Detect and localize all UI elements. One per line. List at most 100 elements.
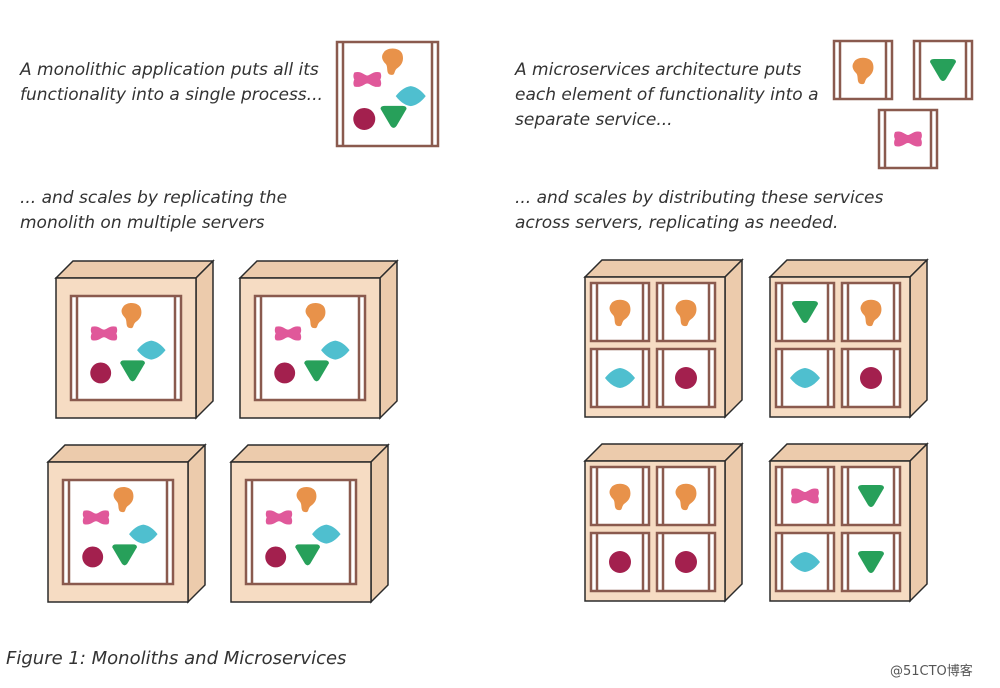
server-side-face: [187, 443, 206, 604]
orange-blob-shape: [296, 487, 317, 513]
maroon-circle-shape: [82, 546, 104, 568]
orange-blob-shape: [860, 299, 882, 327]
orange-blob-shape: [609, 299, 631, 327]
orange-blob-shape: [852, 57, 874, 85]
service-box: [655, 531, 717, 593]
green-triangle-shape: [304, 360, 329, 382]
maroon-circle-shape: [90, 362, 112, 384]
microservice-server-4: [768, 442, 929, 603]
green-triangle-shape: [295, 544, 320, 566]
monolith-scale-line-2: monolith on multiple servers: [20, 213, 265, 233]
monolith-process-box: [61, 478, 175, 586]
service-box: [589, 281, 651, 343]
server-side-face: [379, 259, 398, 420]
server-side-face: [909, 442, 928, 603]
monolith-intro-line-2: functionality into a single process...: [20, 85, 323, 105]
pink-bowtie-shape: [90, 326, 118, 341]
orange-blob-shape: [382, 48, 404, 75]
microservices-intro-line-1: A microservices architecture puts: [515, 60, 802, 80]
pink-bowtie-shape: [274, 326, 302, 341]
monolith-process-box: [69, 294, 183, 402]
service-box: [655, 281, 717, 343]
monolith-intro-line-1: A monolithic application puts all its: [20, 60, 319, 80]
server-top-face: [583, 443, 744, 462]
monolith-process-box: [253, 294, 367, 402]
service-box: [589, 465, 651, 527]
service-box: [774, 347, 836, 409]
monolith-server-1: [54, 259, 215, 420]
server-side-face: [724, 442, 743, 603]
teal-diamond-shape: [321, 340, 350, 360]
microservices-scale-line-1: ... and scales by distributing these ser…: [515, 188, 884, 208]
green-triangle-shape: [930, 59, 956, 81]
separate-services: [832, 39, 974, 170]
monolith-server-4: [229, 443, 390, 604]
orange-blob-shape: [305, 303, 326, 329]
server-top-face: [583, 259, 744, 278]
green-triangle-shape: [858, 485, 884, 507]
server-side-face: [370, 443, 389, 604]
server-side-face: [724, 258, 743, 419]
service-box: [774, 531, 836, 593]
maroon-circle-shape: [675, 551, 697, 573]
teal-diamond-shape: [129, 524, 158, 544]
green-triangle-shape: [112, 544, 137, 566]
maroon-circle-shape: [265, 546, 287, 568]
server-top-face: [238, 260, 399, 279]
service-box: [655, 347, 717, 409]
server-top-face: [229, 444, 390, 463]
service-box: [774, 465, 836, 527]
service-box: [877, 108, 939, 170]
maroon-circle-shape: [860, 367, 882, 389]
green-triangle-shape: [858, 551, 884, 573]
teal-diamond-shape: [137, 340, 166, 360]
pink-bowtie-shape: [353, 71, 382, 87]
orange-blob-shape: [675, 299, 697, 327]
teal-diamond-shape: [605, 368, 635, 388]
green-triangle-shape: [380, 105, 407, 128]
teal-diamond-shape: [790, 368, 820, 388]
watermark: @51CTO博客: [890, 664, 973, 679]
microservices-intro-line-3: separate service...: [515, 110, 673, 130]
maroon-circle-shape: [353, 107, 376, 130]
microservice-server-3: [583, 442, 744, 603]
monolith-scale-line-1: ... and scales by replicating the: [20, 188, 288, 208]
microservice-server-1: [583, 258, 744, 419]
server-top-face: [46, 444, 207, 463]
green-triangle-shape: [792, 301, 818, 323]
pink-bowtie-shape: [82, 510, 110, 525]
teal-diamond-shape: [790, 552, 820, 572]
service-box: [840, 281, 902, 343]
service-box: [589, 531, 651, 593]
server-side-face: [195, 259, 214, 420]
pink-bowtie-shape: [791, 488, 819, 504]
orange-blob-shape: [113, 487, 134, 513]
server-side-face: [909, 258, 928, 419]
service-box: [840, 347, 902, 409]
green-triangle-shape: [120, 360, 145, 382]
service-box: [655, 465, 717, 527]
microservices-scale-line-2: across servers, replicating as needed.: [515, 213, 839, 233]
service-box: [912, 39, 974, 101]
teal-diamond-shape: [395, 86, 426, 107]
monolith-process-box: [335, 40, 440, 148]
maroon-circle-shape: [675, 367, 697, 389]
figure-caption: Figure 1: Monoliths and Microservices: [6, 648, 347, 669]
orange-blob-shape: [121, 303, 142, 329]
monolith-server-3: [46, 443, 207, 604]
service-box: [774, 281, 836, 343]
microservices-intro-line-2: each element of functionality into a: [515, 85, 819, 105]
orange-blob-shape: [675, 483, 697, 511]
teal-diamond-shape: [312, 524, 341, 544]
monolith-process-box: [244, 478, 358, 586]
maroon-circle-shape: [274, 362, 296, 384]
server-top-face: [768, 443, 929, 462]
service-box: [840, 465, 902, 527]
pink-bowtie-shape: [894, 131, 922, 147]
service-box: [589, 347, 651, 409]
monolith-server-2: [238, 259, 399, 420]
server-top-face: [768, 259, 929, 278]
orange-blob-shape: [609, 483, 631, 511]
service-box: [840, 531, 902, 593]
